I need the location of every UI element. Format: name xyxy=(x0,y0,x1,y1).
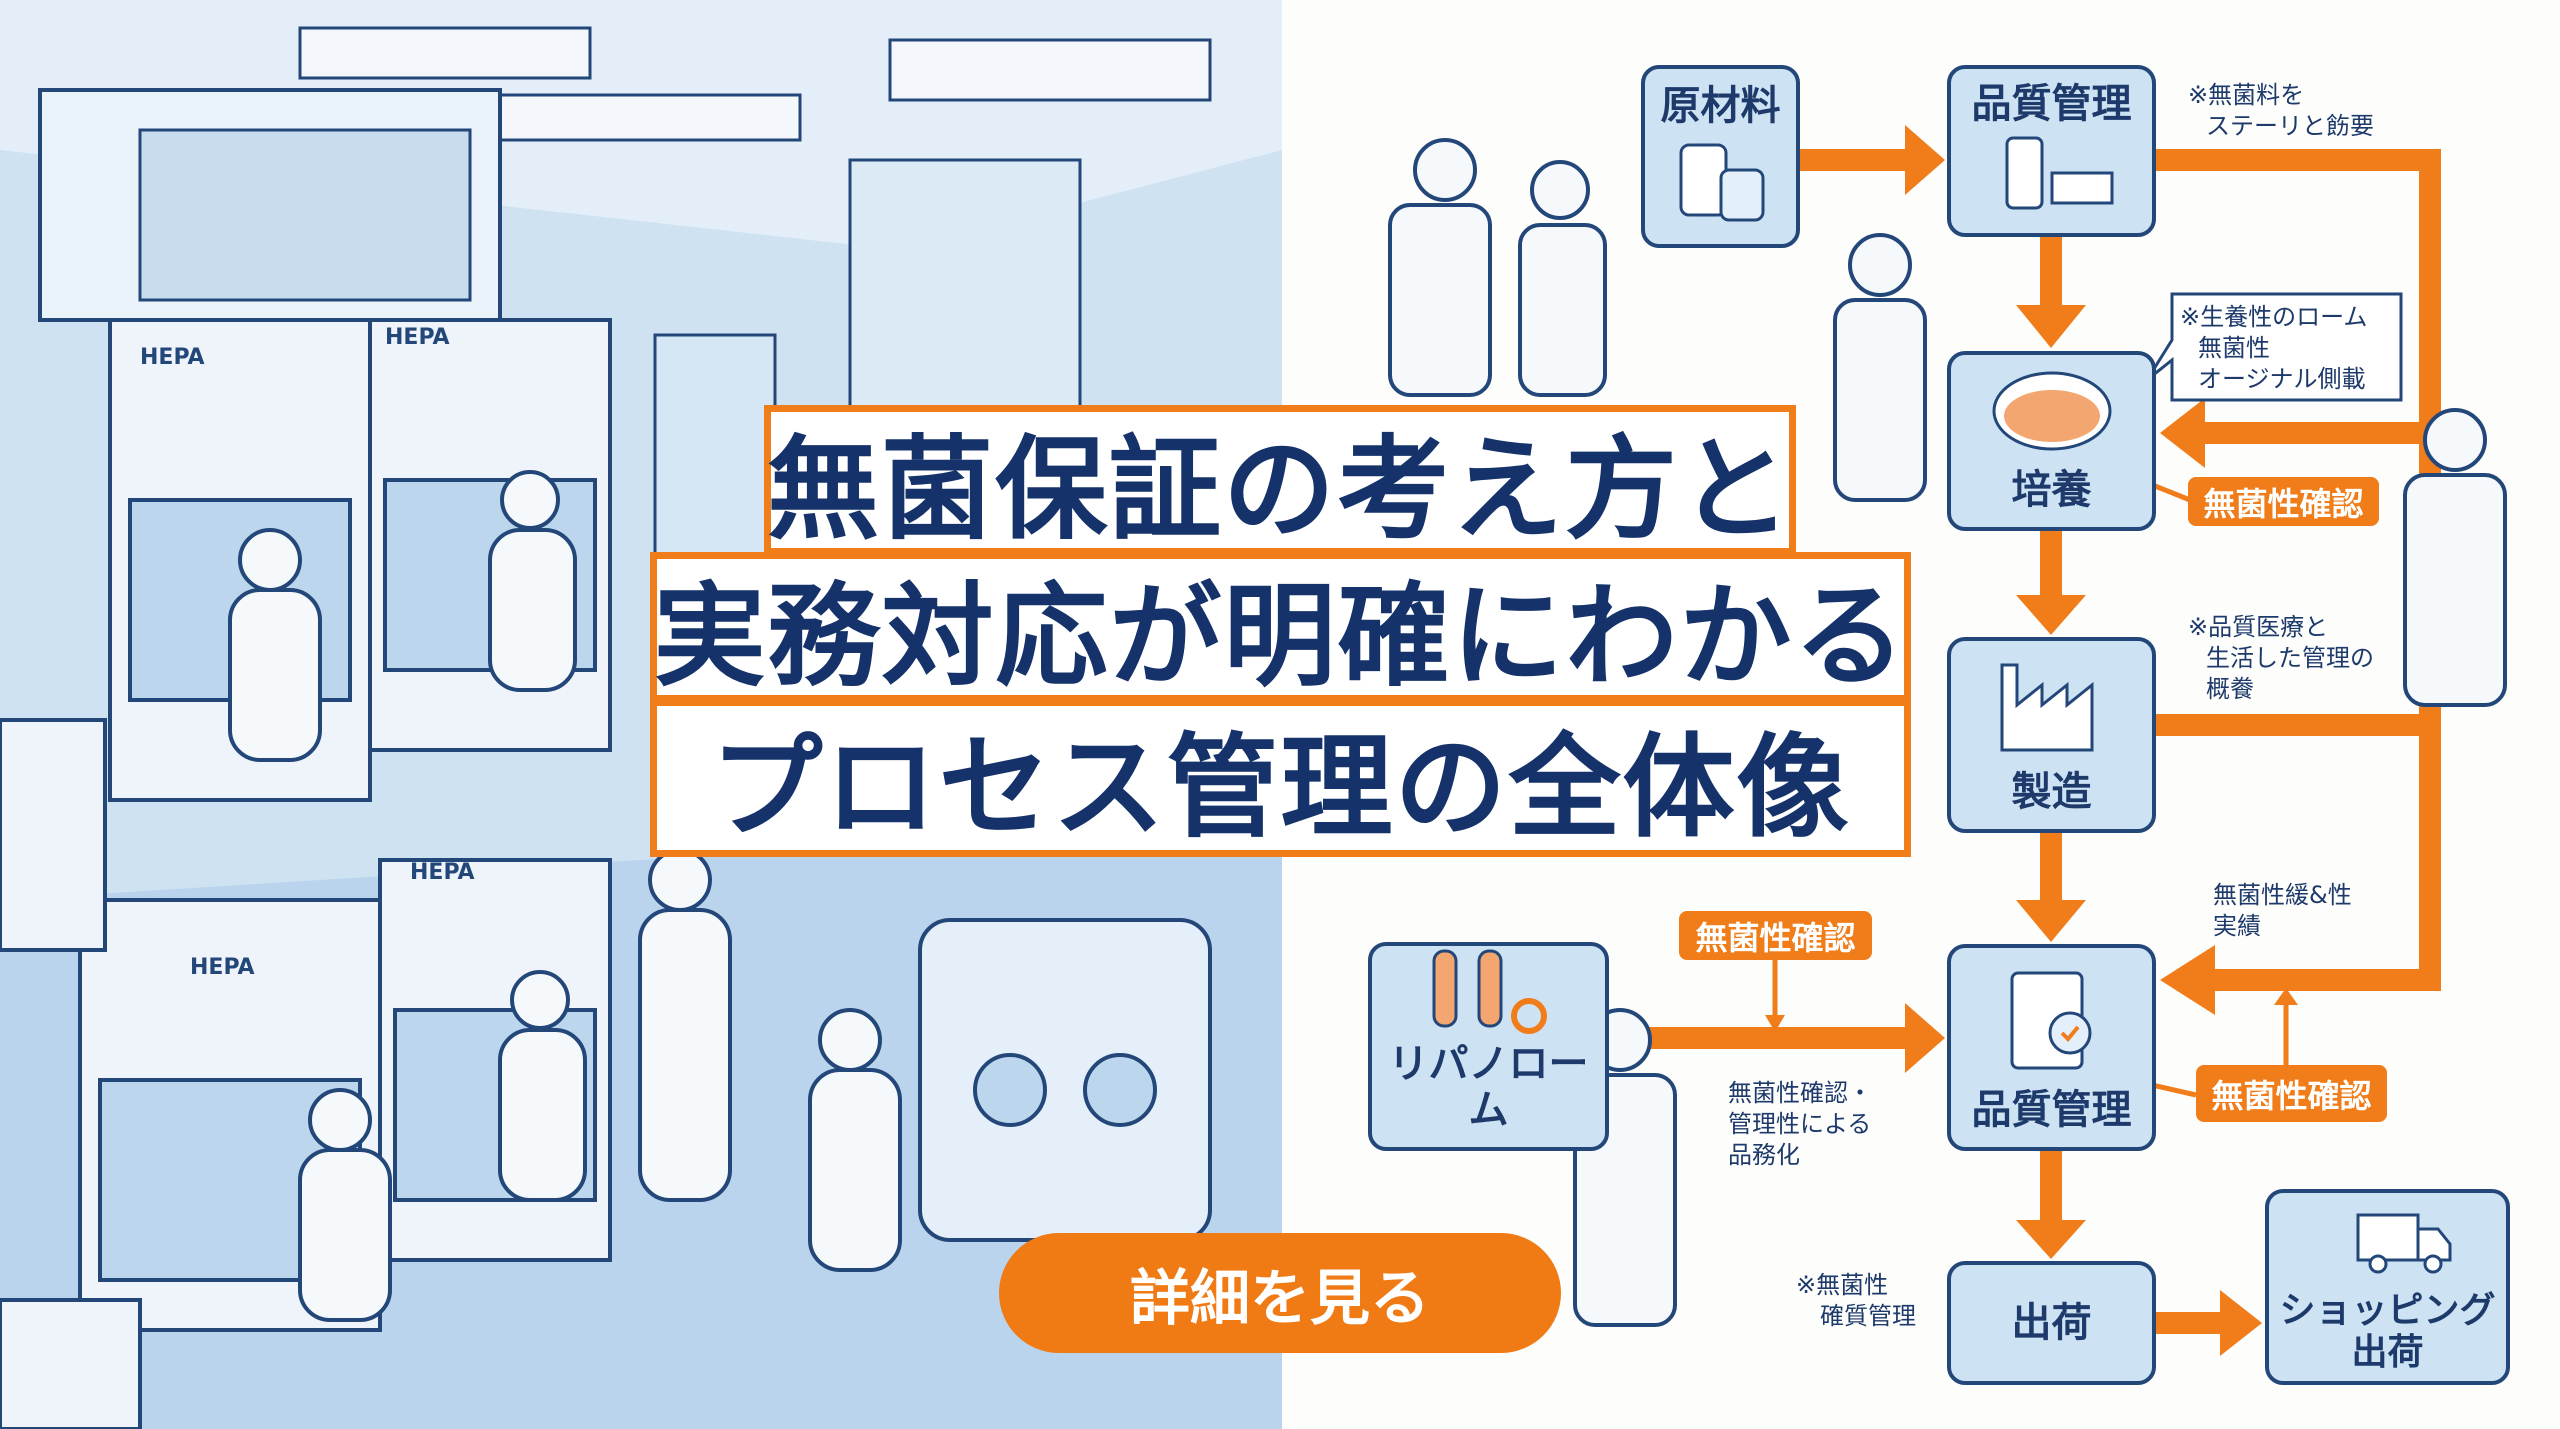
step-label: ショッピング xyxy=(2279,1290,2496,1332)
worker-figures xyxy=(228,470,902,1322)
note-line: 管理性による xyxy=(1728,1110,1872,1139)
factory-icon xyxy=(1987,641,2117,769)
note-line: 実績 xyxy=(2213,912,2261,941)
step-label: 品質管理 xyxy=(1971,1087,2132,1133)
note-top: ※無菌料を ステーリと飭要 xyxy=(2188,80,2374,142)
test-tubes-gear-icon xyxy=(1414,941,1564,1041)
hepa-label: HEPA xyxy=(385,325,450,350)
note-shipping: ※無菌性 確質管理 xyxy=(1796,1270,1916,1332)
scientist-figures xyxy=(1388,138,2507,1327)
ceiling-light xyxy=(468,93,802,142)
ceiling-light xyxy=(888,38,1212,102)
hepa-label: HEPA xyxy=(190,955,255,980)
note-bubble: ※生養性のローム 無菌性 オージナル側載 xyxy=(2180,302,2367,396)
step-label: 品質管理 xyxy=(1971,81,2132,127)
title-line-2: 実務対応が明確にわかる xyxy=(650,552,1911,702)
badge-sterility-check-qc: 無菌性確認 xyxy=(2196,1065,2387,1122)
step-label: 出荷 xyxy=(2351,1331,2424,1373)
vial-icon xyxy=(1982,127,2122,219)
step-label: 原材料 xyxy=(1660,83,1781,129)
note-line: 生活した管理の xyxy=(2206,644,2374,673)
ceiling-light xyxy=(298,26,592,80)
clipboard-check-icon xyxy=(1992,948,2112,1087)
cleanroom-illustration: HEPA HEPA HEPA HEPA xyxy=(0,0,1282,1429)
step-label: リパノローム xyxy=(1388,1041,1589,1133)
note-line: 確質管理 xyxy=(1820,1302,1916,1331)
note-line: ※無菌料を xyxy=(2188,81,2305,109)
step-shopping-shipping: ショッピング 出荷 xyxy=(2265,1189,2510,1385)
note-manufacturing: ※品質医療と 生活した管理の 概餋 xyxy=(2188,612,2374,706)
step-label: 製造 xyxy=(2011,769,2092,815)
note-line: ※生養性のローム xyxy=(2180,303,2368,331)
note-line: ※品質医療と xyxy=(2188,613,2329,641)
side-cabinets xyxy=(0,718,142,1429)
step-quality-control: 品質管理 xyxy=(1947,944,2156,1151)
step-label: 出荷 xyxy=(2011,1300,2092,1346)
isolator-glovebox xyxy=(918,918,1212,1242)
note-line: ステーリと飭要 xyxy=(2206,112,2374,141)
step-shipping: 出荷 xyxy=(1947,1261,2156,1385)
step-ripanoroom: リパノローム xyxy=(1368,942,1609,1151)
note-line: 概餋 xyxy=(2206,675,2254,704)
loop-line xyxy=(2156,149,2441,991)
note-line: 無菌性確認・ xyxy=(1728,1079,1872,1107)
badge-sterility-check-culture: 無菌性確認 xyxy=(2188,477,2379,526)
hepa-label: HEPA xyxy=(410,860,475,885)
speech-bubble xyxy=(2145,292,2403,402)
jar-icon xyxy=(1671,129,1771,230)
badge-sterility-check-input: 無菌性確認 xyxy=(1679,911,1872,960)
step-culture: 培養 xyxy=(1947,351,2156,531)
view-details-button[interactable]: 詳細を見る xyxy=(999,1233,1561,1353)
step-quality-control-top: 品質管理 xyxy=(1947,65,2156,237)
note-line: 無菌性 xyxy=(2198,334,2270,363)
step-label: 培養 xyxy=(2011,467,2092,513)
step-raw-material: 原材料 xyxy=(1641,65,1800,248)
cleanroom-scene xyxy=(0,0,1282,1429)
note-line: 無菌性緩&性 xyxy=(2213,881,2352,909)
petri-dish-icon xyxy=(1987,355,2117,467)
note-line: 品務化 xyxy=(1728,1141,1800,1170)
hepa-label: HEPA xyxy=(140,345,205,370)
note-line: オージナル側載 xyxy=(2198,365,2366,394)
step-manufacturing: 製造 xyxy=(1947,637,2156,833)
title-line-3: プロセス管理の全体像 xyxy=(650,699,1911,857)
title-line-1: 無菌保証の考え方と xyxy=(764,405,1796,555)
note-input: 無菌性確認・ 管理性による 品務化 xyxy=(1728,1078,1872,1172)
truck-icon xyxy=(2318,1193,2458,1290)
note-loop: 無菌性緩&性 実績 xyxy=(2213,880,2352,942)
note-line: ※無菌性 xyxy=(1796,1271,1889,1299)
